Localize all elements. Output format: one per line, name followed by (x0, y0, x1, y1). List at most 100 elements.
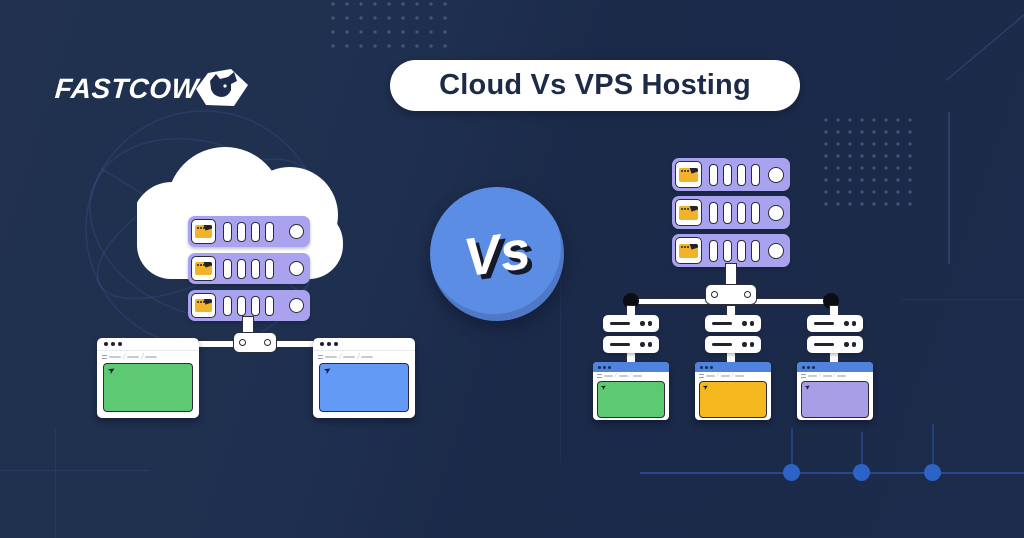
server-slot (737, 163, 746, 186)
vs-label: Vs (460, 219, 534, 289)
folder-icon (675, 237, 702, 264)
grid-line (902, 299, 1024, 300)
server-indicator-light (289, 298, 304, 313)
browser-toolbar: // (593, 372, 669, 380)
circuit-node (924, 464, 941, 481)
cursor-arrow-icon: ➤ (599, 382, 609, 393)
browser-window: // ➤ (695, 362, 771, 420)
folder-icon (191, 256, 216, 281)
menu-icon (102, 354, 107, 359)
server-slot (223, 295, 232, 316)
server-indicator-light (768, 204, 784, 221)
server-row (188, 253, 310, 284)
grid-line (560, 268, 561, 463)
dot-grid-decoration (326, 0, 448, 55)
grid-line (945, 8, 1024, 81)
folder-icon (191, 293, 216, 318)
window-dot (700, 365, 703, 369)
screw-icon (744, 291, 751, 298)
server-slot (709, 239, 718, 262)
server-slot (223, 258, 232, 279)
window-dot (710, 365, 713, 369)
grid-line (948, 112, 950, 264)
server-slot (265, 295, 274, 316)
server-slot (709, 201, 718, 224)
browser-titlebar (593, 362, 669, 372)
mini-server-row (705, 336, 761, 353)
connector-bar (274, 340, 314, 348)
server-row (672, 158, 790, 191)
window-dot (320, 342, 324, 346)
server-slot (751, 201, 760, 224)
server-slot (237, 258, 246, 279)
window-dot (327, 342, 331, 346)
browser-titlebar (797, 362, 873, 372)
server-indicator-light (768, 166, 784, 183)
cursor-arrow-icon: ➤ (803, 382, 813, 393)
folder-icon (675, 199, 702, 226)
server-row (188, 216, 310, 247)
brand-logo: FASTCOW (53, 69, 249, 108)
cursor-arrow-icon: ➤ (701, 382, 711, 393)
browser-titlebar (695, 362, 771, 372)
connector-hub (705, 284, 757, 305)
server-slot (751, 163, 760, 186)
browser-screen: ➤ (597, 381, 665, 418)
title-banner: Cloud Vs VPS Hosting (390, 60, 800, 111)
server-indicator-light (289, 261, 304, 276)
server-slot (737, 239, 746, 262)
connector-bar (198, 340, 238, 348)
window-dot (111, 342, 115, 346)
browser-toolbar: // (797, 372, 873, 380)
screw-icon (711, 291, 718, 298)
mini-server (807, 315, 863, 353)
window-dot (812, 365, 815, 369)
grid-line (0, 470, 150, 471)
mini-server (603, 315, 659, 353)
cursor-arrow-icon: ➤ (321, 363, 334, 377)
server-slot (737, 201, 746, 224)
server-slot (223, 221, 232, 242)
screw-icon (264, 339, 271, 346)
mini-server-row (603, 336, 659, 353)
window-dot (104, 342, 108, 346)
server-slot (251, 258, 260, 279)
folder-icon (675, 161, 702, 188)
vs-badge: Vs (430, 187, 564, 321)
browser-titlebar (313, 338, 415, 351)
browser-window: // ➤ (593, 362, 669, 420)
mini-server-row (705, 315, 761, 332)
circuit-line (932, 424, 934, 472)
server-slot (251, 221, 260, 242)
menu-icon (597, 374, 602, 378)
server-slot (237, 295, 246, 316)
server-slot (709, 163, 718, 186)
mini-server-row (603, 315, 659, 332)
browser-screen: ➤ (801, 381, 869, 418)
browser-toolbar: // (695, 372, 771, 380)
server-slot (237, 221, 246, 242)
menu-icon (801, 374, 806, 378)
server-row (672, 234, 790, 267)
connector-hub (233, 332, 277, 353)
browser-window: // ➤ (97, 338, 199, 418)
menu-icon (699, 374, 704, 378)
browser-screen: ➤ (103, 363, 193, 412)
window-dot (603, 365, 606, 369)
title-text: Cloud Vs VPS Hosting (439, 69, 751, 101)
circuit-line (861, 432, 863, 472)
window-dot (705, 365, 708, 369)
server-slot (723, 201, 732, 224)
circuit-line (791, 428, 793, 472)
server-indicator-light (289, 224, 304, 239)
cursor-arrow-icon: ➤ (105, 363, 118, 377)
menu-icon (318, 354, 323, 359)
server-row (672, 196, 790, 229)
browser-screen: ➤ (319, 363, 409, 412)
window-dot (598, 365, 601, 369)
window-dot (118, 342, 122, 346)
window-dot (802, 365, 805, 369)
window-dot (608, 365, 611, 369)
brand-logo-text: FASTCOW (53, 73, 200, 104)
